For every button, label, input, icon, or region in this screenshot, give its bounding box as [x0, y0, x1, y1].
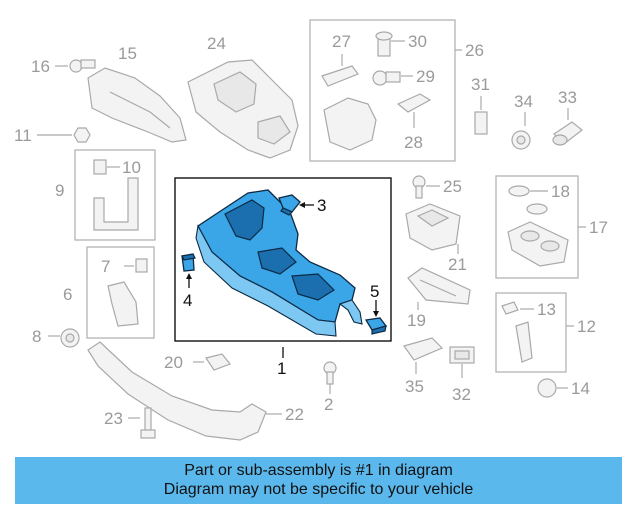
callout-1: 1 — [277, 359, 286, 378]
screw-part-2 — [323, 361, 337, 394]
bracket-part-9 — [93, 177, 139, 231]
group-box-12 — [495, 292, 567, 373]
callout-5: 5 — [370, 282, 379, 301]
callout-8: 8 — [32, 327, 41, 346]
cup-part-30 — [375, 31, 405, 57]
callout-4: 4 — [183, 291, 192, 310]
socket-part-34 — [511, 112, 531, 150]
plate-part-35 — [403, 337, 444, 374]
callout-17: 17 — [589, 218, 608, 237]
mat-part-19 — [407, 267, 471, 310]
callout-9: 9 — [55, 181, 64, 200]
fastener-part-31 — [474, 96, 488, 135]
callout-31: 31 — [471, 75, 490, 94]
callout-24: 24 — [207, 34, 226, 53]
grommet-part-8 — [48, 328, 80, 348]
clip-part-5[interactable] — [364, 317, 388, 335]
bracket-part-6 — [107, 281, 139, 327]
clip-part-10 — [93, 159, 120, 175]
callout-13: 13 — [537, 300, 556, 319]
clip-part-7 — [124, 258, 148, 273]
console-upper-part-24 — [187, 59, 299, 159]
callout-30: 30 — [408, 32, 427, 51]
callout-23: 23 — [104, 409, 123, 428]
center-console-part-1[interactable] — [195, 189, 363, 337]
clip-part-13 — [501, 301, 534, 315]
group-box-9 — [74, 149, 156, 241]
callout-2: 2 — [324, 395, 333, 414]
callout-12: 12 — [577, 317, 596, 336]
cover-part-32 — [449, 346, 475, 378]
callout-34: 34 — [514, 92, 533, 111]
duct-part-22 — [87, 341, 267, 441]
callout-28: 28 — [404, 133, 423, 152]
callout-21: 21 — [448, 255, 467, 274]
callout-22: 22 — [285, 405, 304, 424]
screw-part-25 — [412, 175, 440, 199]
bracket-part-12 — [515, 321, 533, 363]
callout-10: 10 — [122, 158, 141, 177]
banner-line-2: Diagram may not be specific to your vehi… — [163, 481, 474, 498]
callout-33: 33 — [558, 88, 577, 107]
bracket-part-3[interactable] — [278, 194, 301, 216]
callout-14: 14 — [571, 379, 590, 398]
callout-32: 32 — [452, 385, 471, 404]
tray-part-21 — [405, 203, 461, 254]
bolt-part-16 — [55, 59, 96, 73]
clip-part-4[interactable] — [181, 253, 196, 272]
pad-part-27 — [321, 54, 359, 87]
group-box-26 — [309, 19, 456, 162]
clip-part-20 — [193, 353, 231, 371]
callout-27: 27 — [332, 32, 351, 51]
callout-25: 25 — [443, 177, 462, 196]
callout-7: 7 — [101, 257, 110, 276]
callout-26: 26 — [465, 41, 484, 60]
callout-18: 18 — [551, 182, 570, 201]
bolt-part-23 — [128, 407, 156, 439]
ring-part-18 — [508, 185, 548, 215]
socket-part-33 — [552, 108, 583, 146]
callout-29: 29 — [416, 67, 435, 86]
tray-part-28 — [323, 93, 432, 151]
callout-15: 15 — [118, 44, 137, 63]
main-part-box — [174, 177, 392, 342]
parts-diagram: 1 3 4 5 2 6 7 8 9 10 11 12 13 14 15 16 1… — [14, 19, 608, 441]
banner-line-1: Part or sub-assembly is #1 in diagram — [184, 462, 453, 479]
callout-3: 3 — [317, 196, 326, 215]
group-box-6 — [86, 246, 155, 339]
callout-19: 19 — [407, 311, 426, 330]
info-banner: Part or sub-assembly is #1 in diagram Di… — [15, 457, 622, 504]
callout-6: 6 — [63, 285, 72, 304]
grommet-part-14 — [537, 378, 568, 398]
nut-part-11 — [37, 127, 91, 143]
callout-11: 11 — [14, 126, 32, 145]
callout-16: 16 — [31, 57, 50, 76]
callout-35: 35 — [405, 377, 424, 396]
callout-20: 20 — [164, 353, 183, 372]
knob-part-29 — [372, 70, 413, 86]
